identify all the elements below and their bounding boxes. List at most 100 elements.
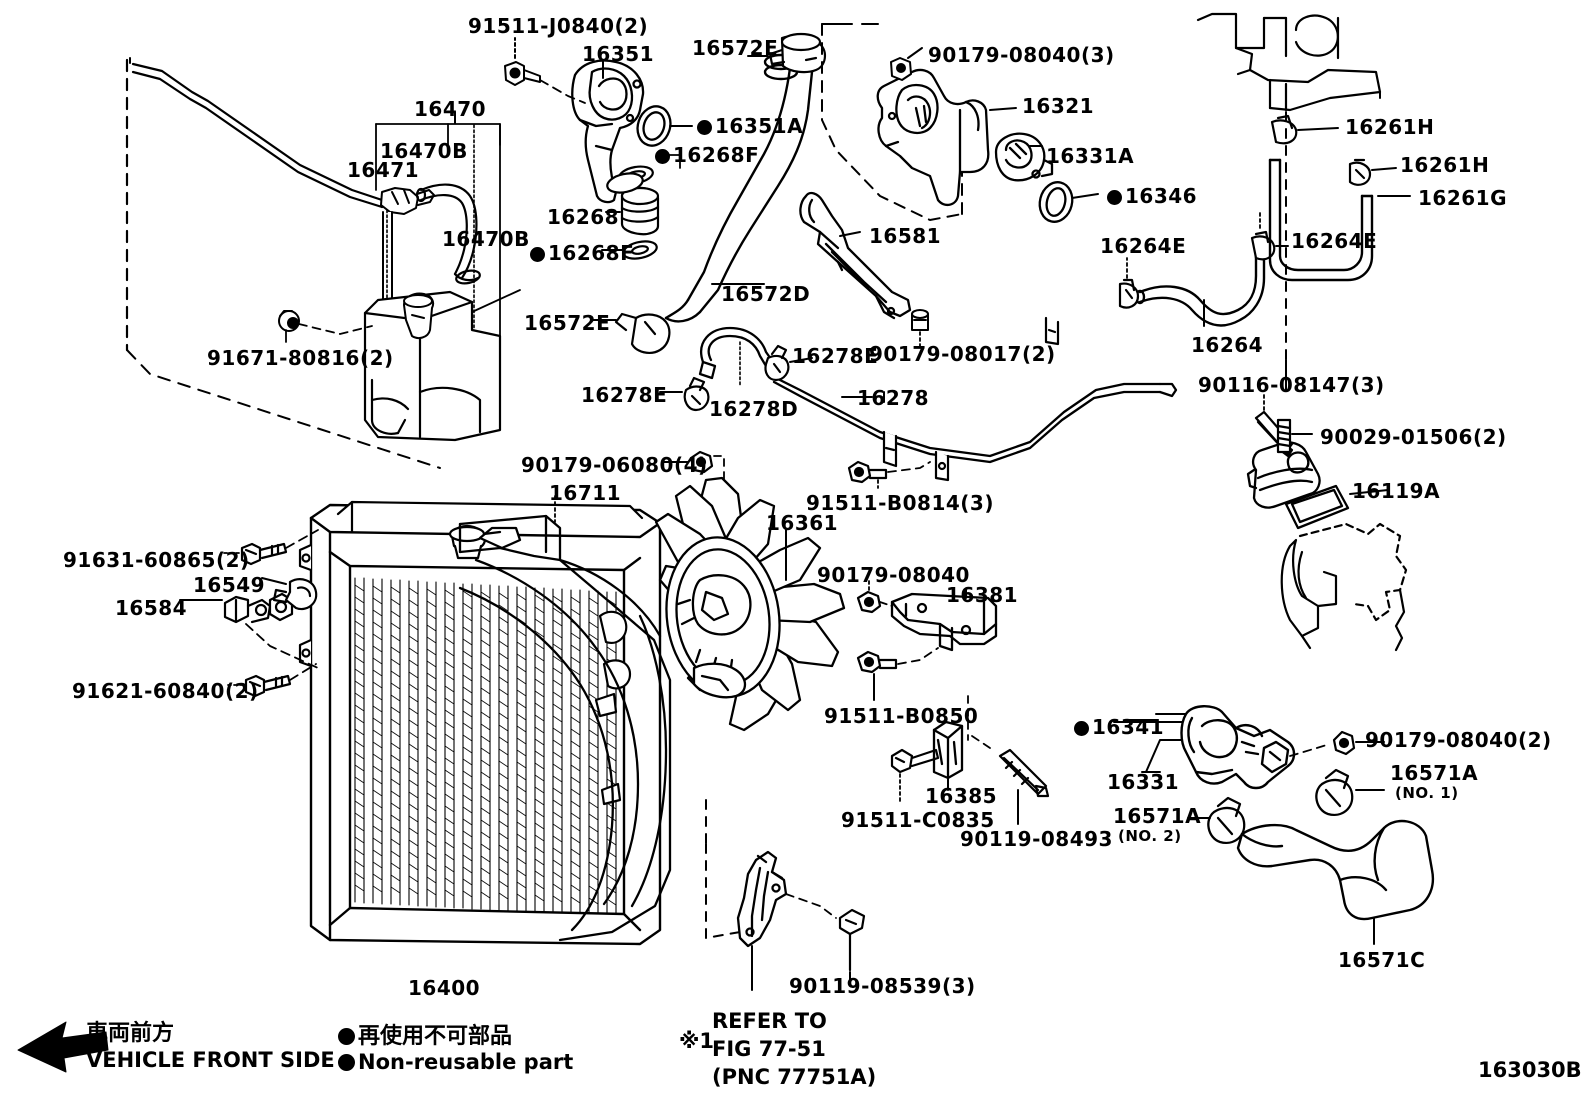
part-label-90029-01506-2: 90029-01506(2) [1320,427,1507,448]
nonreusable-dot-icon [697,120,712,135]
part-label-16581: 16581 [869,226,941,247]
part-label-text: 16351 [582,42,655,66]
part-label-16470b: 16470B [380,141,468,162]
part-90119-08539-bolt [838,908,866,972]
nonreusable-dot-icon [530,247,545,262]
part-90179-08040-clip-fan [856,590,882,614]
part-label-text: 16471 [347,158,420,182]
part-label-text: 16278 [857,386,930,410]
part-16119A-housing [1246,441,1321,509]
part-16346-gasket [1038,181,1074,223]
part-label-16119a: 16119A [1352,481,1440,502]
part-16470B-clamp-upper [380,187,435,215]
part-label-16351a: 16351A [697,116,803,137]
part-label-text: 16278D [709,397,799,421]
part-90179-06080-clip [689,450,714,474]
part-label-90179-08040-2: 90179-08040(2) [1365,730,1552,751]
part-reservoir-cap [403,292,435,339]
part-label-16571c: 16571C [1338,950,1425,971]
part-16278D-hose [698,326,782,380]
nonreusable-dot-icon-2 [338,1054,355,1071]
part-16278E-clamp-left [683,376,710,412]
part-91621-60840-bolt [244,674,292,698]
part-16572E-clamp-bottom [614,312,671,354]
part-label-text: 16572D [721,282,811,306]
part-label-91511-j0840-2: 91511-J0840(2) [468,16,648,37]
part-label-text: 16321 [1022,94,1095,118]
part-label-text: 16278E [792,344,879,368]
part-16268F-seal-lower [622,240,658,260]
part-label-text: 90179-08040(3) [928,43,1115,67]
part-label-no-1: (NO. 1) [1395,784,1459,802]
part-label-16261g: 16261G [1418,188,1507,209]
part-label-text: (NO. 1) [1395,784,1459,802]
part-label-16261h: 16261H [1400,155,1489,176]
part-label-text: 16331A [1046,144,1135,168]
part-label-text: 16385 [925,784,998,808]
part-16351A-gasket [636,105,672,147]
part-label-16549: 16549 [193,575,265,596]
part-label-90179-08040: 90179-08040 [817,565,970,586]
part-label-16571a: 16571A [1390,763,1478,784]
part-label-16341: 16341 [1074,717,1164,738]
part-16400-radiator [298,500,662,946]
part-label-text: 90179-08040 [817,563,970,587]
part-label-16471: 16471 [347,160,419,181]
part-label-text: 90116-08147(3) [1198,373,1385,397]
part-oring-below-housing [606,172,644,194]
part-label-text: (NO. 2) [1118,827,1182,845]
part-16471-pipe [131,62,384,209]
part-label-text: 90179-08017(2) [869,342,1056,366]
part-label-text: 90179-08040(2) [1365,728,1552,752]
part-16351-housing [571,59,645,204]
part-label-16331: 16331 [1107,772,1179,793]
part-label-16278d: 16278D [709,399,798,420]
part-16264E-clamp-left [1118,278,1140,309]
part-91511-B0814-bolt [847,460,888,484]
part-label-text: 16581 [869,224,942,248]
part-label-text: 16346 [1125,184,1198,208]
part-label-90179-08017-2: 90179-08017(2) [869,344,1056,365]
part-gasket-outline-solid [1280,538,1406,652]
part-90029-01506-bolt [1276,418,1292,454]
part-label-16470: 16470 [414,99,486,120]
part-16361-fan-hub [665,536,781,699]
part-label-text: 16264E [1291,229,1378,253]
part-16385-spacer [932,720,964,780]
part-label-text: 16264E [1100,234,1187,258]
nonreusable-dot-icon [1107,190,1122,205]
front-direction-label-jp: 車両前方 [86,1021,175,1046]
part-label-90179-06080-4: 90179-06080(4) [521,455,708,476]
part-16261H-clamp-upper [1270,114,1298,145]
part-label-text: 16470 [414,97,487,121]
part-label-text: 16584 [115,596,188,620]
part-label-91631-60865-2: 91631-60865(2) [63,550,250,571]
part-label-text: 16331 [1107,770,1180,794]
part-label-16278: 16278 [857,388,929,409]
part-label-text: 90119-08493 [960,827,1113,851]
part-91511-B0850-bolt [856,650,898,674]
part-label-16264e: 16264E [1100,236,1186,257]
part-label-text: 16268F [673,143,760,167]
part-label-text: 91511-B0814(3) [806,491,994,515]
part-label-text: 16549 [193,573,266,597]
part-16261H-clamp-lower [1348,158,1372,186]
part-label-text: 16572E [692,36,779,60]
part-16331A-thermostat [994,132,1054,182]
part-90179-08017-bolt [911,309,929,331]
part-16278-pipe [766,371,1178,464]
part-label-text: 16268 [547,205,620,229]
part-label-16572e: 16572E [524,313,610,334]
part-label-16711: 16711 [549,483,621,504]
part-label-16321: 16321 [1022,96,1094,117]
part-label-text: 16119A [1352,479,1441,503]
part-label-16278e: 16278E [792,346,878,367]
part-90179-08040-bolt-top [890,57,912,81]
part-label-16584: 16584 [115,598,187,619]
legend-nonreusable-en: Non-reusable part [358,1050,574,1074]
part-label-90119-08493: 90119-08493 [960,829,1113,850]
part-91511-C0835-bolt [890,748,940,774]
part-label-91511-c0835: 91511-C0835 [841,810,995,831]
part-label-text: 16470B [442,227,530,251]
